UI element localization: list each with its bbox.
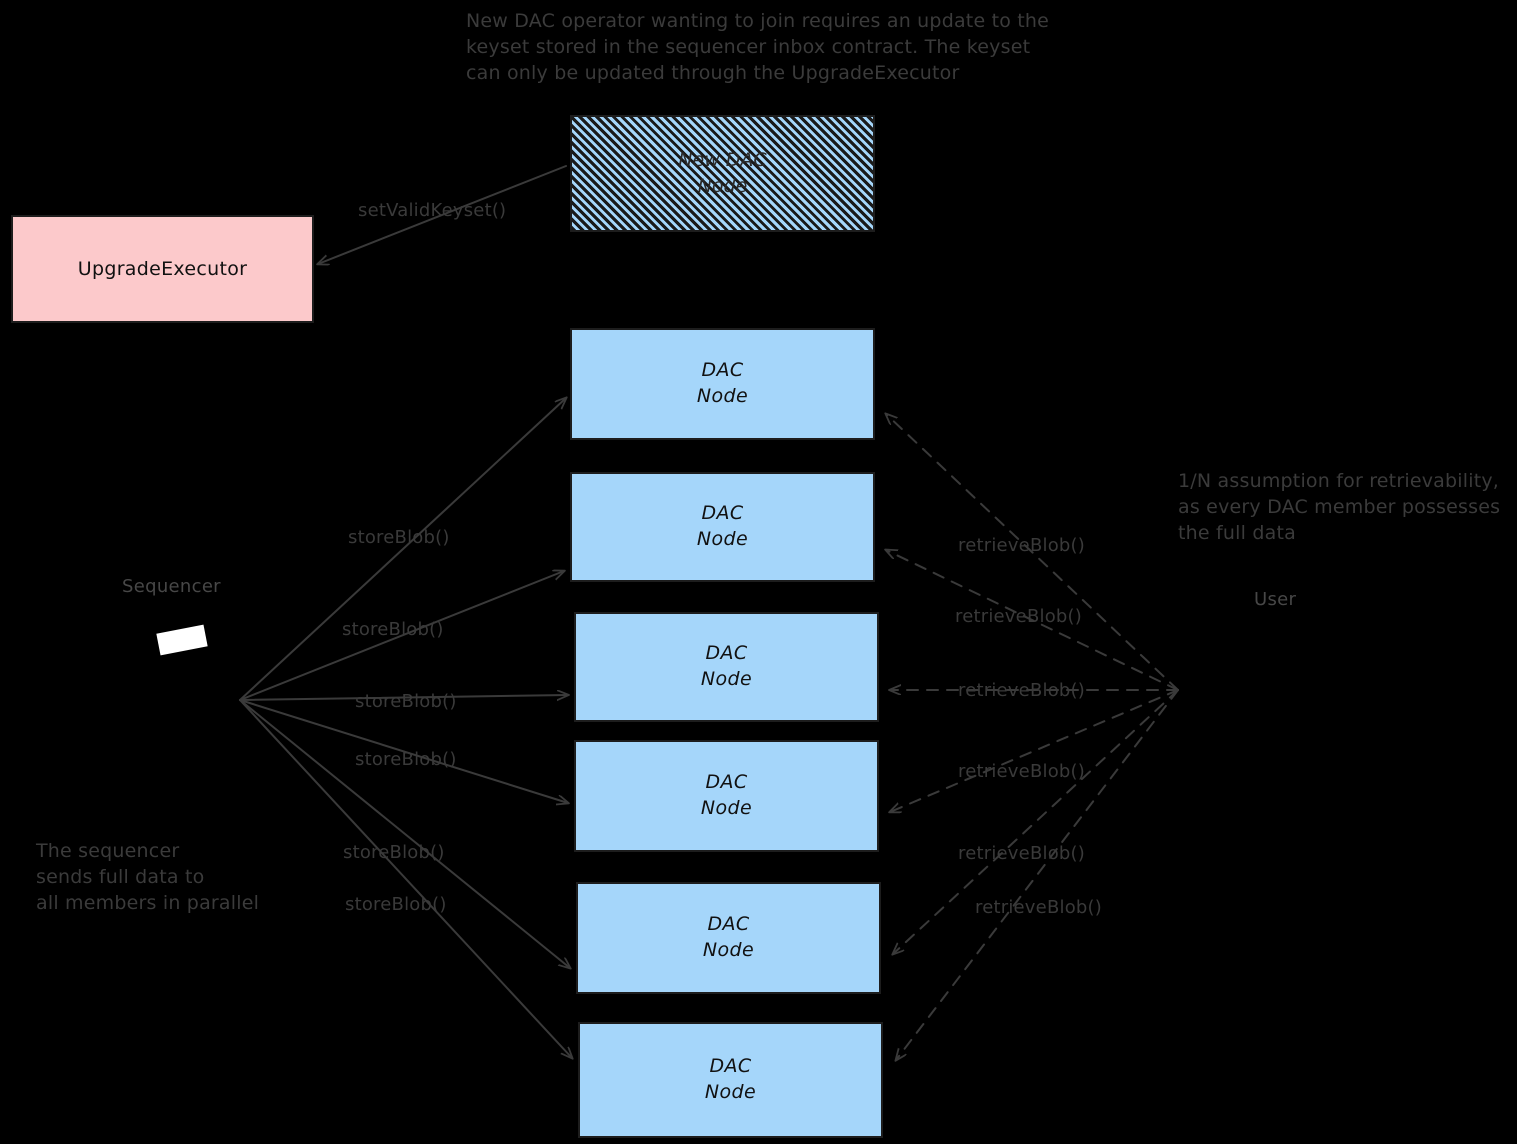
- edge-label-retrieve-blob: retrieveBlob(): [958, 761, 1085, 782]
- dac-node-line1: DAC: [701, 359, 744, 382]
- dac-node-line1: DAC: [705, 771, 748, 794]
- edge-label-store-blob: storeBlob(): [355, 749, 457, 770]
- note-top-keyset: New DAC operator wanting to join require…: [466, 10, 1050, 85]
- new-dac-node-line2: Node: [697, 174, 748, 197]
- dac-node-line2: Node: [696, 528, 749, 550]
- dac-node-box[interactable]: DAC Node: [574, 740, 879, 852]
- edge-label-store-blob: storeBlob(): [343, 842, 445, 863]
- new-dac-node-box[interactable]: New DAC Node: [570, 115, 875, 232]
- edge-line: [896, 689, 1179, 1060]
- edge-label-retrieve-blob: retrieveBlob(): [955, 606, 1082, 627]
- dac-node-line2: Node: [700, 797, 753, 819]
- dac-node-line1: DAC: [707, 913, 750, 936]
- edge-label-store-blob: storeBlob(): [348, 527, 450, 548]
- edge-label-set-valid-keyset: setValidKeyset(): [358, 200, 507, 221]
- edge-label-retrieve-blob: retrieveBlob(): [975, 897, 1102, 918]
- dac-node-box[interactable]: DAC Node: [576, 882, 881, 994]
- new-dac-node-line1: New DAC: [678, 148, 767, 171]
- dac-node-line1: DAC: [709, 1055, 752, 1078]
- dac-node-line2: Node: [704, 1081, 757, 1103]
- upgrade-executor-box[interactable]: UpgradeExecutor: [11, 215, 314, 323]
- dac-node-line1: DAC: [705, 642, 748, 665]
- dac-node-line1: DAC: [701, 502, 744, 525]
- edge-line: [239, 398, 566, 701]
- dac-node-line2: Node: [696, 385, 749, 407]
- store-blob-edges: [239, 398, 572, 1058]
- upgrade-executor-label: UpgradeExecutor: [77, 258, 248, 280]
- edge-label-retrieve-blob: retrieveBlob(): [958, 535, 1085, 556]
- note-right-retrievability: 1/N assumption for retrievability, as ev…: [1178, 470, 1501, 545]
- edge-label-store-blob: storeBlob(): [345, 894, 447, 915]
- edge-label-retrieve-blob: retrieveBlob(): [958, 843, 1085, 864]
- dac-node-line2: Node: [700, 668, 753, 690]
- edge-label-store-blob: storeBlob(): [342, 619, 444, 640]
- edge-label-store-blob: storeBlob(): [355, 691, 457, 712]
- dac-node-box[interactable]: DAC Node: [578, 1022, 883, 1138]
- dac-node-box[interactable]: DAC Node: [570, 472, 875, 582]
- sequencer-icon: [156, 624, 208, 656]
- edge-line: [239, 699, 570, 968]
- edge-line: [890, 689, 1179, 812]
- dac-node-line2: Node: [702, 939, 755, 961]
- dac-node-box[interactable]: DAC Node: [570, 328, 875, 440]
- user-label: User: [1254, 589, 1297, 610]
- note-bottom-sequencer: The sequencer sends full data to all mem…: [36, 840, 260, 915]
- sequencer-label: Sequencer: [122, 576, 221, 597]
- dac-node-box[interactable]: DAC Node: [574, 612, 879, 722]
- retrieve-blob-edges: [886, 414, 1179, 1060]
- edge-label-retrieve-blob: retrieveBlob(): [958, 680, 1085, 701]
